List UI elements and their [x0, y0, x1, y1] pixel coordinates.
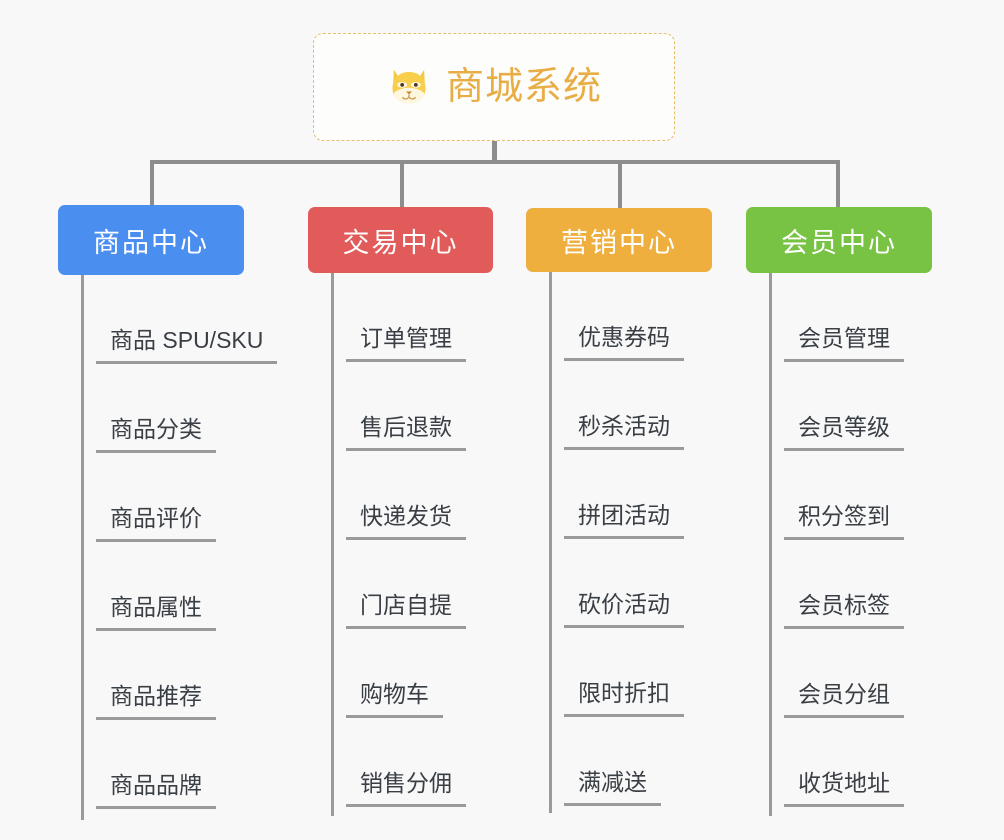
connector-root-stem — [492, 141, 497, 164]
shiba-dog-face-icon — [392, 69, 426, 104]
connector-drop-1 — [400, 160, 404, 210]
leaf-label: 快递发货 — [346, 503, 466, 540]
leaf-item[interactable]: 会员标签 — [771, 540, 932, 629]
branch-header-label: 营销中心 — [561, 227, 677, 258]
branch-spine-3 — [769, 273, 772, 816]
leaf-label: 限时折扣 — [564, 680, 684, 717]
leaf-item[interactable]: 秒杀活动 — [551, 361, 712, 450]
branch-column-3: 会员中心 会员管理 会员等级 积分签到 会员标签 会员分组 收货地址 — [746, 205, 932, 816]
leaf-item[interactable]: 满减送 — [551, 717, 712, 806]
leaf-label: 砍价活动 — [564, 591, 684, 628]
branch-spine-0 — [81, 275, 84, 820]
leaf-label: 秒杀活动 — [564, 413, 684, 450]
leaf-item[interactable]: 商品分类 — [83, 364, 277, 453]
leaf-label: 积分签到 — [784, 503, 904, 540]
leaf-label: 会员分组 — [784, 681, 904, 718]
leaf-label: 会员标签 — [784, 592, 904, 629]
leaf-label: 收货地址 — [784, 770, 904, 807]
leaf-item[interactable]: 会员管理 — [771, 273, 932, 362]
leaf-item[interactable]: 商品 SPU/SKU — [83, 275, 278, 364]
leaf-item[interactable]: 销售分佣 — [333, 718, 493, 807]
branch-header-label: 会员中心 — [781, 227, 897, 258]
leaf-item[interactable]: 快递发货 — [333, 451, 493, 540]
leaf-label: 购物车 — [346, 681, 443, 718]
leaf-label: 优惠券码 — [564, 324, 684, 361]
leaf-item[interactable]: 商品推荐 — [83, 631, 277, 720]
root-title: 商城系统 — [445, 66, 602, 108]
connector-drop-0 — [150, 160, 154, 208]
leaf-label: 满减送 — [564, 769, 661, 806]
branch-column-1: 交易中心 订单管理 售后退款 快递发货 门店自提 购物车 销售分佣 — [308, 205, 493, 816]
branch-header-1[interactable]: 交易中心 — [308, 207, 493, 273]
branch-items-0: 商品 SPU/SKU 商品分类 商品评价 商品属性 商品推荐 商品品牌 — [58, 275, 278, 820]
connector-drop-2 — [618, 160, 622, 211]
branch-header-2[interactable]: 营销中心 — [526, 208, 712, 272]
branch-items-3: 会员管理 会员等级 积分签到 会员标签 会员分组 收货地址 — [746, 273, 932, 816]
leaf-label: 门店自提 — [346, 592, 466, 629]
leaf-label: 售后退款 — [346, 414, 466, 451]
branch-header-label: 交易中心 — [342, 227, 459, 258]
leaf-item[interactable]: 商品属性 — [83, 542, 277, 631]
leaf-item[interactable]: 售后退款 — [333, 362, 493, 451]
connector-drop-3 — [836, 160, 840, 210]
leaf-item[interactable]: 会员等级 — [771, 362, 932, 451]
leaf-item[interactable]: 砍价活动 — [551, 539, 712, 628]
leaf-item[interactable]: 购物车 — [333, 629, 493, 718]
leaf-item[interactable]: 商品评价 — [83, 453, 277, 542]
leaf-label: 商品评价 — [96, 505, 216, 542]
leaf-label: 商品分类 — [96, 416, 216, 453]
root-node[interactable]: 商城系统 — [313, 33, 675, 141]
leaf-label: 拼团活动 — [564, 502, 684, 539]
leaf-label: 会员管理 — [784, 325, 904, 362]
branch-header-0[interactable]: 商品中心 — [58, 205, 244, 275]
branch-header-label: 商品中心 — [93, 227, 209, 258]
branch-items-2: 优惠券码 秒杀活动 拼团活动 砍价活动 限时折扣 满减送 — [526, 272, 712, 813]
leaf-label: 订单管理 — [346, 325, 466, 362]
leaf-item[interactable]: 拼团活动 — [551, 450, 712, 539]
leaf-item[interactable]: 会员分组 — [771, 629, 932, 718]
branch-spine-1 — [331, 273, 334, 816]
leaf-item[interactable]: 商品品牌 — [83, 720, 277, 809]
leaf-label: 商品品牌 — [96, 772, 216, 809]
leaf-label: 销售分佣 — [346, 770, 466, 807]
leaf-label: 商品属性 — [96, 594, 216, 631]
leaf-label: 会员等级 — [784, 414, 904, 451]
branch-header-3[interactable]: 会员中心 — [746, 207, 932, 273]
leaf-label: 商品 SPU/SKU — [96, 327, 278, 364]
branch-column-0: 商品中心 商品 SPU/SKU 商品分类 商品评价 商品属性 商品推荐 商品品牌 — [58, 205, 278, 820]
leaf-item[interactable]: 门店自提 — [333, 540, 493, 629]
leaf-item[interactable]: 订单管理 — [333, 273, 493, 362]
branch-spine-2 — [549, 272, 552, 813]
connector-horizontal-bus — [150, 160, 840, 164]
leaf-label: 商品推荐 — [96, 683, 216, 720]
leaf-item[interactable]: 收货地址 — [771, 718, 932, 807]
leaf-item[interactable]: 积分签到 — [771, 451, 932, 540]
branch-items-1: 订单管理 售后退款 快递发货 门店自提 购物车 销售分佣 — [308, 273, 493, 816]
leaf-item[interactable]: 优惠券码 — [551, 272, 712, 361]
leaf-item[interactable]: 限时折扣 — [551, 628, 712, 717]
branch-column-2: 营销中心 优惠券码 秒杀活动 拼团活动 砍价活动 限时折扣 满减送 — [526, 205, 712, 813]
